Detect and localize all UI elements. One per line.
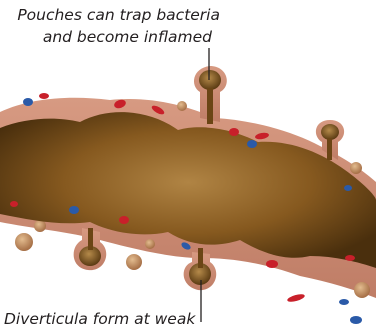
red-vessel-icon [266, 260, 278, 268]
red-vessel-icon [10, 201, 18, 207]
red-vessel-icon [287, 293, 306, 303]
blue-vessel-icon [69, 206, 79, 214]
red-vessel-icon [119, 216, 129, 224]
red-vessel-icon [345, 255, 355, 261]
red-vessel-icon [39, 93, 49, 99]
blue-vessel-icon [344, 185, 352, 191]
bottom-label: Diverticula form at weak [4, 310, 196, 327]
blue-vessel-icon [339, 299, 349, 305]
red-vessel-icon [229, 128, 239, 136]
top-label-line2: and become inflamed [43, 28, 212, 46]
top-label-line1: Pouches can trap bacteria [17, 6, 220, 24]
blue-vessel-icon [23, 98, 33, 106]
blue-vessel-icon [247, 140, 257, 148]
blue-vessel-icon [350, 316, 362, 324]
